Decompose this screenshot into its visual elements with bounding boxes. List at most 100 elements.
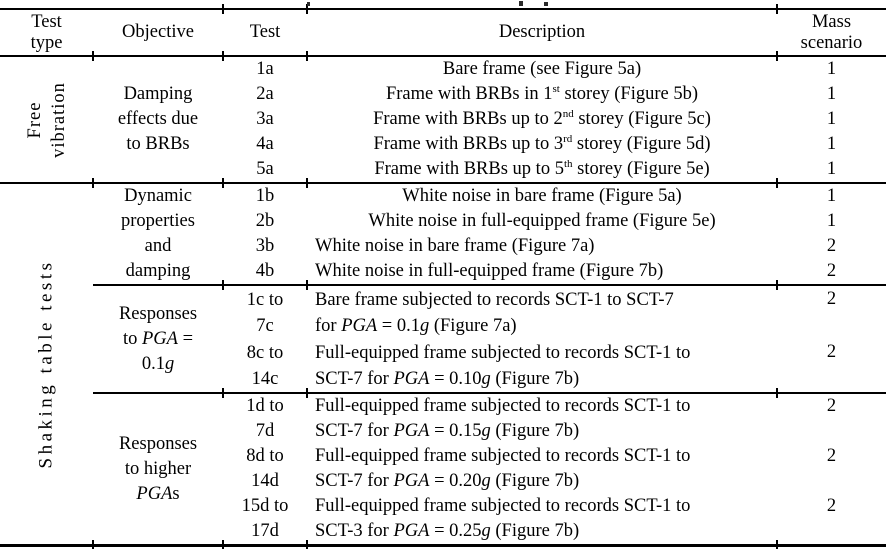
- mass-scenario-cell: 2: [826, 289, 837, 309]
- label-line: vibration: [48, 81, 69, 158]
- mass-scenario-cell: 2: [826, 261, 837, 281]
- table-row: 4b White noise in full-equipped frame (F…: [223, 259, 886, 284]
- test-id-cell: 3b: [255, 236, 275, 256]
- grid-tick: [92, 51, 94, 61]
- grid-tick: [222, 51, 224, 61]
- objective-line: 0.1g: [141, 353, 175, 374]
- grid-tick: [92, 178, 94, 188]
- table-row: 2a Frame with BRBs in 1st storey (Figure…: [223, 82, 886, 107]
- header-test: Test: [249, 22, 281, 42]
- description-cell: White noise in bare frame (Figure 5a): [402, 186, 682, 206]
- mass-scenario-cell: 1: [826, 159, 837, 179]
- grid-tick: [222, 178, 224, 188]
- objective-cell: Responses to PGA = 0.1g: [93, 286, 223, 392]
- table-row: 8d to 14d Full-equipped frame subjected …: [223, 444, 886, 494]
- grid-tick: [222, 540, 224, 549]
- objective-line: effects due: [117, 109, 199, 129]
- description-line: SCT-7 for PGA = 0.20g (Figure 7b): [315, 471, 580, 491]
- table-row: 1c to 7c Bare frame subjected to records…: [223, 286, 886, 339]
- section-damping-effects: Damping effects due to BRBs 1a Bare fram…: [93, 57, 886, 182]
- table-header: Test type Objective Test Description Mas…: [0, 10, 886, 55]
- description-line: Full-equipped frame subjected to records…: [315, 446, 691, 466]
- objective-line: PGAs: [136, 483, 180, 504]
- header-description: Description: [498, 22, 586, 42]
- mass-scenario-cell: 1: [826, 59, 837, 79]
- description-cell: Full-equipped frame subjected to records…: [307, 394, 777, 444]
- description-cell: Bare frame subjected to records SCT-1 to…: [307, 286, 777, 339]
- test-id-cell: 5a: [256, 159, 274, 179]
- objective-line: damping: [125, 261, 191, 281]
- table-row: 1b White noise in bare frame (Figure 5a)…: [223, 184, 886, 209]
- table-row: 3b White noise in bare frame (Figure 7a)…: [223, 234, 886, 259]
- grid-tick: [776, 280, 778, 290]
- row-group-shaking-table-tests: Shaking table tests Dynamic properties a…: [0, 184, 886, 544]
- description-line: Full-equipped frame subjected to records…: [315, 396, 691, 416]
- caption-remnant: [544, 2, 548, 6]
- header-rule: [0, 55, 886, 57]
- mass-scenario-cell: 2: [826, 342, 837, 362]
- grid-tick: [306, 178, 308, 188]
- group-label-cell: Shaking table tests: [0, 184, 93, 544]
- rotated-group-label: Shaking table tests: [35, 260, 59, 469]
- table-row: 2b White noise in full-equipped frame (F…: [223, 209, 886, 234]
- grid-tick: [776, 51, 778, 61]
- test-id-cell: 2a: [256, 84, 274, 104]
- grid-tick: [776, 4, 778, 14]
- label-line: Free: [24, 101, 45, 138]
- grid-tick: [92, 540, 94, 549]
- description-cell: White noise in full-equipped frame (Figu…: [315, 261, 664, 281]
- table-row: 1a Bare frame (see Figure 5a) 1: [223, 57, 886, 82]
- mass-scenario-cell: 2: [826, 396, 837, 416]
- grid-tick: [306, 540, 308, 549]
- objective-line: to PGA =: [122, 328, 194, 349]
- description-cell: Frame with BRBs in 1st storey (Figure 5b…: [385, 82, 699, 104]
- table-row: 8c to 14c Full-equipped frame subjected …: [223, 339, 886, 392]
- objective-cell: Dynamic properties and damping: [93, 184, 223, 284]
- header-objective: Objective: [122, 22, 194, 42]
- description-cell: Full-equipped frame subjected to records…: [307, 339, 777, 392]
- group-separator-rule: [0, 182, 886, 184]
- test-id-cell: 8d to 14d: [246, 446, 284, 491]
- description-line: Full-equipped frame subjected to records…: [315, 496, 691, 516]
- header-line: Mass: [811, 11, 852, 32]
- test-id-cell: 1b: [255, 186, 275, 206]
- mass-scenario-cell: 2: [826, 446, 837, 466]
- section-responses-pga-01g: Responses to PGA = 0.1g 1c to 7c Bare fr…: [93, 284, 886, 392]
- description-line: for PGA = 0.1g (Figure 7a): [315, 315, 517, 336]
- objective-line: Dynamic: [124, 186, 192, 206]
- mass-scenario-cell: 2: [826, 496, 837, 516]
- description-cell: Frame with BRBs up to 3rd storey (Figure…: [373, 132, 711, 154]
- grid-tick: [776, 388, 778, 398]
- grid-tick: [222, 280, 224, 290]
- grid-tick: [306, 388, 308, 398]
- section-dynamic-properties: Dynamic properties and damping 1b White …: [93, 184, 886, 284]
- header-line: Test: [31, 11, 62, 32]
- rotated-group-label: Free vibration: [22, 82, 70, 158]
- header-mass-scenario: Mass scenario: [777, 10, 886, 55]
- objective-cell: Responses to higher PGAs: [93, 394, 223, 544]
- objective-line: Damping: [123, 84, 193, 104]
- table-row: 5a Frame with BRBs up to 5th storey (Fig…: [223, 157, 886, 182]
- table-row: 1d to 7d Full-equipped frame subjected t…: [223, 394, 886, 444]
- label-line: Shaking table tests: [35, 259, 57, 469]
- grid-tick: [222, 4, 224, 14]
- table-row: 4a Frame with BRBs up to 3rd storey (Fig…: [223, 132, 886, 157]
- table-row: 3a Frame with BRBs up to 2nd storey (Fig…: [223, 107, 886, 132]
- mass-scenario-cell: 1: [826, 109, 837, 129]
- header-test-type: Test type: [0, 10, 93, 55]
- test-id-cell: 4b: [255, 261, 275, 281]
- row-group-free-vibration: Free vibration Damping effects due to BR…: [0, 57, 886, 182]
- grid-tick: [776, 178, 778, 188]
- grid-tick: [306, 4, 308, 14]
- section-responses-higher-pgas: Responses to higher PGAs 1d to 7d Full-e…: [93, 392, 886, 544]
- mass-scenario-cell: 1: [826, 186, 837, 206]
- description-cell: White noise in full-equipped frame (Figu…: [368, 211, 716, 231]
- grid-tick: [776, 540, 778, 549]
- header-line: type: [30, 32, 63, 53]
- top-rule: [0, 8, 886, 10]
- mass-scenario-cell: 1: [826, 211, 837, 231]
- description-cell: Frame with BRBs up to 5th storey (Figure…: [374, 157, 710, 179]
- description-line: SCT-7 for PGA = 0.15g (Figure 7b): [315, 421, 580, 441]
- description-line: SCT-3 for PGA = 0.25g (Figure 7b): [315, 521, 580, 541]
- description-cell: Full-equipped frame subjected to records…: [307, 494, 777, 544]
